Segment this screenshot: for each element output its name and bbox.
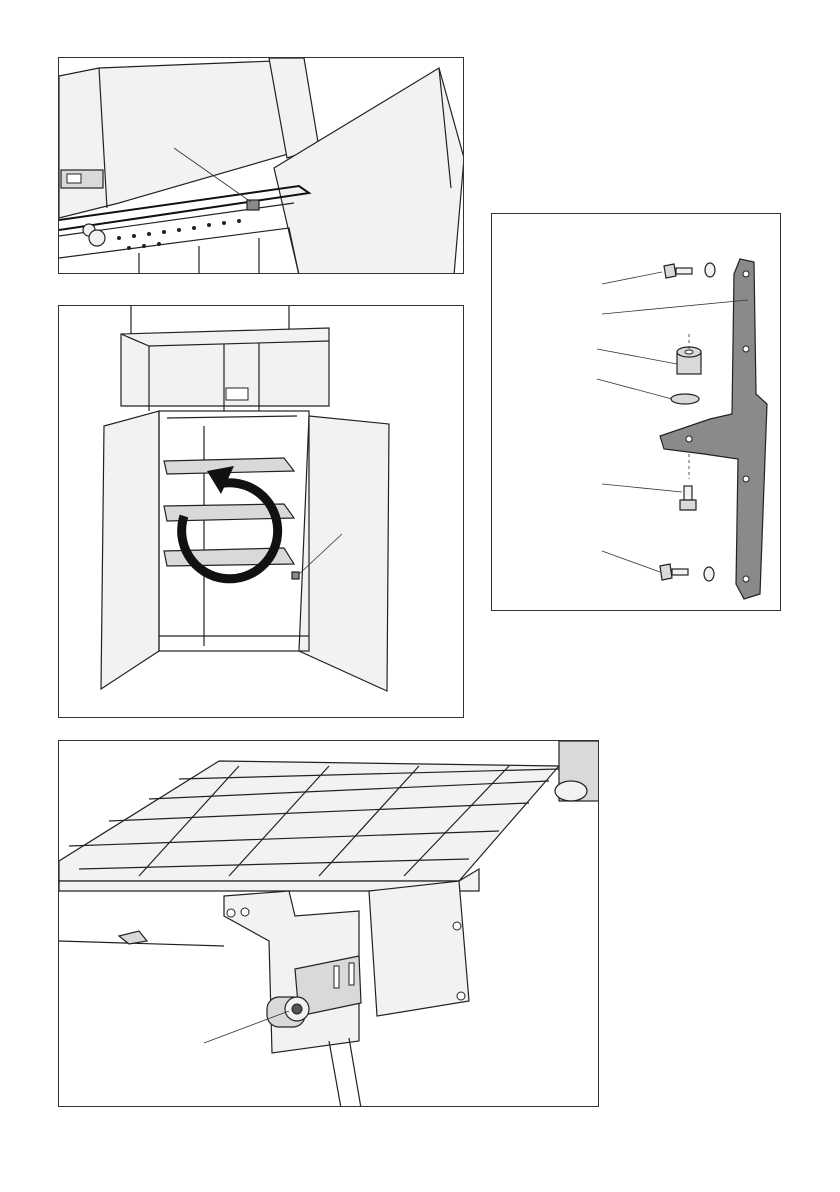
parts-drawing [492,214,781,611]
hex-bolt-top [664,264,692,278]
vent-holes [117,219,241,250]
oven-top-drawing [59,58,464,274]
spacer-bushing [677,347,701,374]
mounting-bracket-plate [660,259,767,599]
hex-bolt-small [680,486,696,510]
washer-bottom [704,567,714,581]
left-door [101,411,159,689]
flat-washer [671,394,699,404]
right-door [299,416,389,691]
washer-top [705,263,715,277]
hood-display [226,388,248,400]
cabinet-drawing [59,306,464,718]
underside-detail-panel [58,740,599,1107]
hinge-bracket [247,200,259,210]
bracket-parts-panel [491,213,781,611]
hood-body [59,60,309,218]
hood-box [121,328,329,406]
spacer-bushing [267,997,309,1027]
hex-bolt-bottom [660,564,688,580]
underside-drawing [59,741,599,1107]
cabinet-rotation-panel [58,305,464,718]
corner-leg-block [369,881,469,1016]
oven-top-detail-panel [58,57,464,274]
